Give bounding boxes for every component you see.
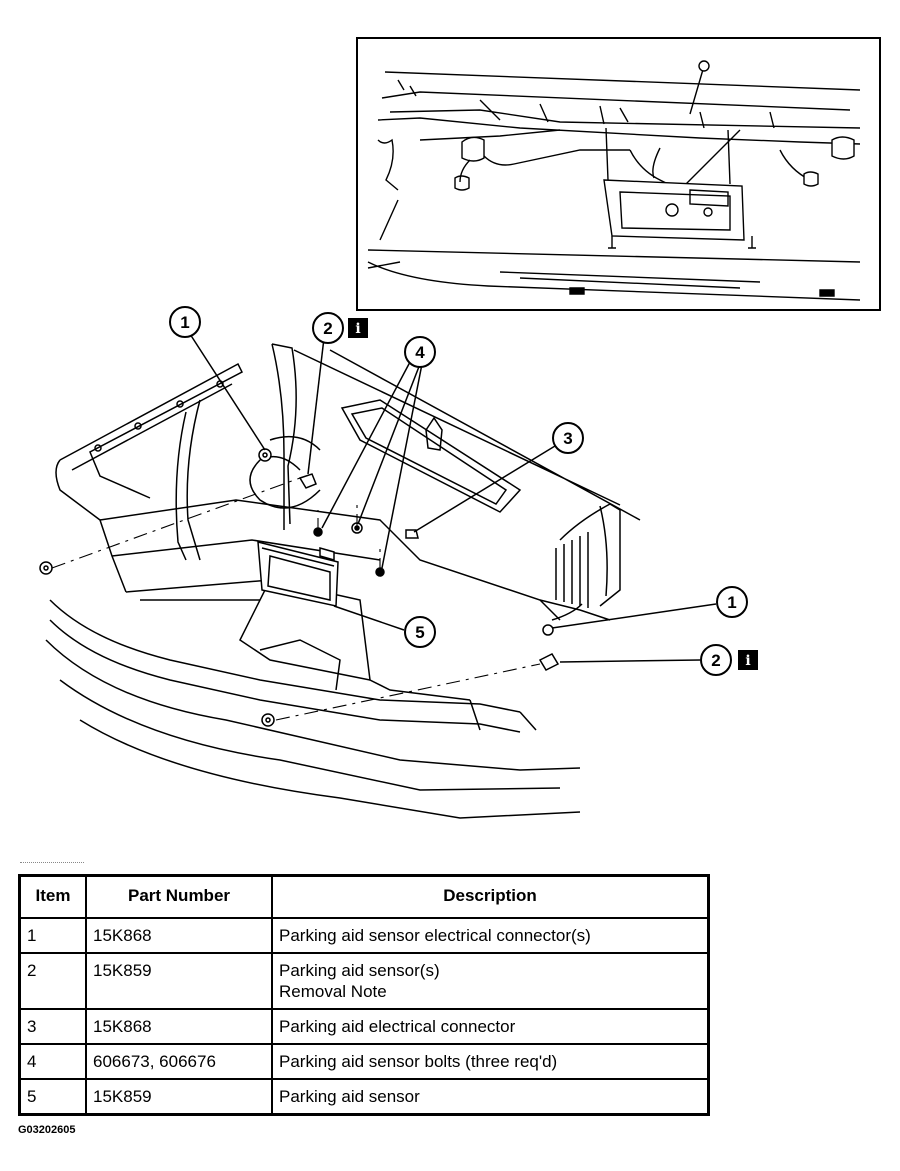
cell-part-number: 15K868 [85, 917, 273, 954]
description-line: Parking aid sensor electrical connector(… [279, 926, 591, 945]
cell-description: Parking aid sensor electrical connector(… [271, 917, 710, 954]
table-header-row: Item Part Number Description [18, 874, 710, 919]
callout-3: 3 [552, 422, 584, 454]
callout-5-label: 5 [415, 623, 424, 642]
info-icon-glyph: i [745, 653, 750, 669]
description-line: Parking aid sensor [279, 1087, 420, 1106]
callout-2-top-label: 2 [323, 319, 332, 338]
cell-part-number: 15K859 [85, 1078, 273, 1116]
description-line: Parking aid sensor(s) [279, 961, 440, 980]
removal-note-link[interactable]: Removal Note [279, 982, 387, 1001]
cell-item: 1 [18, 917, 87, 954]
header-item: Item [18, 874, 87, 919]
callout-2-top: 2 [312, 312, 344, 344]
info-icon[interactable]: i [348, 318, 368, 338]
table-row: 4 606673, 606676 Parking aid sensor bolt… [18, 1043, 710, 1080]
callout-1-top: 1 [169, 306, 201, 338]
callout-4-label: 4 [415, 343, 425, 362]
table-row: 2 15K859 Parking aid sensor(s) Removal N… [18, 952, 710, 1010]
description-line: Parking aid sensor bolts (three req'd) [279, 1052, 558, 1071]
parking-aid-diagram: 1 2 i 4 3 5 1 2 i [39, 37, 881, 819]
callout-1-right-label: 1 [727, 593, 736, 612]
table-row: 3 15K868 Parking aid electrical connecto… [18, 1008, 710, 1045]
description-line: Parking aid electrical connector [279, 1017, 516, 1036]
scan-artifact [20, 862, 84, 866]
figure-code: G03202605 [18, 1124, 76, 1136]
callout-1-right: 1 [716, 586, 748, 618]
cell-item: 2 [18, 952, 87, 1010]
cell-item: 5 [18, 1078, 87, 1116]
table-row: 1 15K868 Parking aid sensor electrical c… [18, 917, 710, 954]
callout-4: 4 [404, 336, 436, 368]
table-row: 5 15K859 Parking aid sensor [18, 1078, 710, 1116]
callout-2-right-label: 2 [711, 651, 720, 670]
header-description: Description [271, 874, 710, 919]
callout-5: 5 [404, 616, 436, 648]
cell-description: Parking aid electrical connector [271, 1008, 710, 1045]
cell-description: Parking aid sensor(s) Removal Note [271, 952, 710, 1010]
callout-2-right: 2 [700, 644, 732, 676]
cell-part-number: 15K868 [85, 1008, 273, 1045]
cell-part-number: 15K859 [85, 952, 273, 1010]
cell-item: 3 [18, 1008, 87, 1045]
cell-item: 4 [18, 1043, 87, 1080]
cell-description: Parking aid sensor [271, 1078, 710, 1116]
callout-3-label: 3 [563, 429, 572, 448]
callout-1-top-label: 1 [180, 313, 189, 332]
parts-table: Item Part Number Description 1 15K868 Pa… [18, 874, 710, 1116]
bumper-main-view [39, 343, 641, 819]
callout-leaders [189, 333, 717, 663]
cell-description: Parking aid sensor bolts (three req'd) [271, 1043, 710, 1080]
info-icon-glyph: i [355, 321, 360, 337]
cell-part-number: 606673, 606676 [85, 1043, 273, 1080]
header-part-number: Part Number [85, 874, 273, 919]
inset-detail-view [356, 37, 881, 311]
info-icon[interactable]: i [738, 650, 758, 670]
